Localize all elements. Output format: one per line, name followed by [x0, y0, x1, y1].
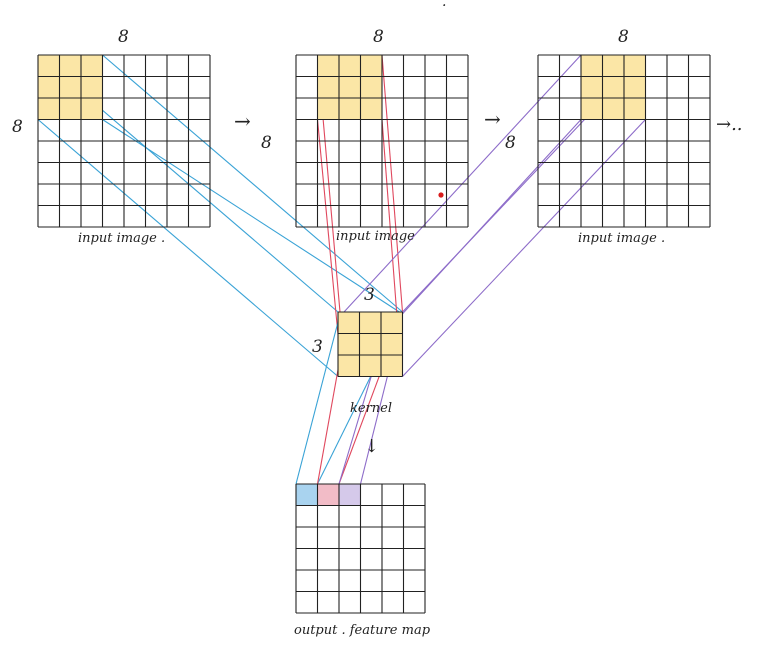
input-image-grid-1 — [37, 54, 211, 228]
arrow-right-continue-icon: →.. — [716, 114, 743, 135]
input-image-grid-2 — [295, 54, 469, 228]
sliding-window — [38, 55, 103, 120]
red-connector-line — [381, 119, 400, 337]
input-2-width-label: 8 — [373, 27, 384, 47]
top-dot: . — [442, 0, 446, 10]
kernel-height-label: 3 — [312, 337, 323, 357]
input-image-grid-3 — [537, 54, 711, 228]
output-feature-map-grid — [295, 483, 426, 614]
input-3-height-label: 8 — [505, 133, 516, 153]
purple-connector-line — [402, 119, 646, 377]
output-cell-2 — [317, 484, 339, 506]
output-caption: output . feature map — [294, 623, 431, 638]
input-2-caption: input image — [336, 229, 415, 244]
input-1-height-label: 8 — [12, 117, 23, 137]
input-3-width-label: 8 — [618, 27, 629, 47]
output-cell-3 — [339, 484, 361, 506]
sliding-window — [581, 55, 646, 120]
input-1-width-label: 8 — [118, 27, 129, 47]
sliding-window — [317, 55, 382, 120]
blue-connector-line — [102, 119, 403, 315]
kernel-fill — [338, 312, 403, 377]
kernel-grid — [337, 311, 404, 378]
purple-connector-line — [400, 119, 582, 317]
output-cell-1 — [296, 484, 318, 506]
marker-dot — [438, 192, 444, 198]
input-2-height-label: 8 — [261, 133, 272, 153]
arrow-right-icon: → — [484, 107, 501, 131]
input-1-caption: input image . — [78, 231, 165, 246]
arrow-down-icon: ↓ — [364, 436, 379, 457]
blue-output-line — [295, 321, 339, 485]
kernel-width-label: 3 — [364, 285, 375, 305]
kernel-caption: kernel — [350, 401, 392, 416]
input-3-caption: input image . — [578, 231, 665, 246]
arrow-right-icon: → — [234, 109, 251, 133]
